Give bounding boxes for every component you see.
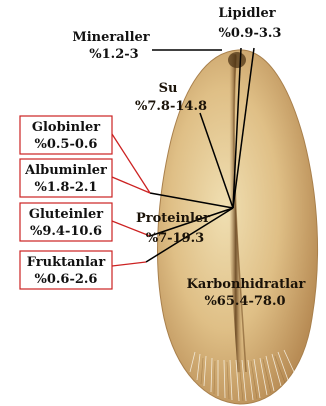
red-connectors [112,134,150,266]
lipidler-value: %0.9-3.3 [219,26,282,41]
mineraller-value: %1.2-3 [89,47,138,62]
protein-fraction-boxes: Globinler %0.5-0.6 Albuminler %1.8-2.1 G… [20,116,112,289]
fruktanlar-connector [112,262,146,266]
fruktanlar-name: Fruktanlar [27,255,106,270]
karbonhidratlar-value: %65.4-78.0 [204,294,285,309]
gluteinler-name: Gluteinler [29,207,103,222]
albuminler-name: Albuminler [24,163,107,178]
albuminler-value: %1.8-2.1 [35,180,98,195]
grain-tip [228,52,246,68]
albuminler-box: Albuminler %1.8-2.1 [20,159,112,197]
globinler-name: Globinler [32,120,100,135]
globinler-value: %0.5-0.6 [35,137,98,152]
su-value: %7.8-14.8 [135,99,207,114]
gluteinler-box: Gluteinler %9.4-10.6 [20,203,112,241]
karbonhidratlar-name: Karbonhidratlar [187,277,306,292]
su-name: Su [159,81,178,96]
mineraller-name: Mineraller [72,30,149,45]
proteinler-name: Proteinler [136,211,210,226]
fruktanlar-value: %0.6-2.6 [35,272,98,287]
globinler-box: Globinler %0.5-0.6 [20,116,112,154]
globinler-connector [112,134,150,193]
fruktanlar-box: Fruktanlar %0.6-2.6 [20,251,112,289]
proteinler-value: %7-19.3 [146,231,204,246]
gluteinler-value: %9.4-10.6 [30,224,102,239]
lipidler-name: Lipidler [218,6,275,21]
